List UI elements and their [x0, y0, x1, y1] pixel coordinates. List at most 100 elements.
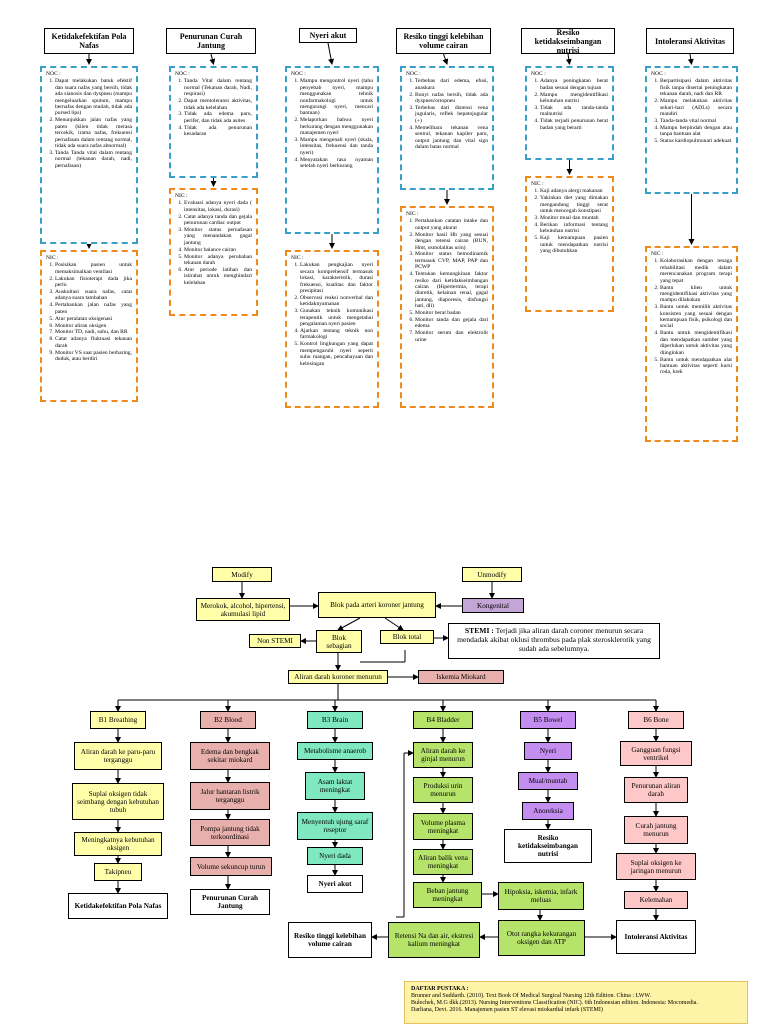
noc-item: Tidak terjadi penurunan berat badan yang…	[540, 118, 608, 131]
b2-step-4-label: Volume sekuncup turun	[196, 862, 266, 871]
nic-item: Kontrol lingkungan yang dapat mempengaru…	[300, 341, 373, 367]
aliran-darah-label: Aliran darah koroner menurun	[294, 673, 382, 681]
nic-item: Bantu untuk mendapatkan alat bantuan akt…	[660, 357, 732, 376]
b4-label: B4 Bladder	[426, 716, 460, 724]
b1-label: B1 Breathing	[98, 716, 138, 724]
noc-item: Menunjukkan jalan nafas yang paten (klie…	[55, 117, 132, 149]
b1-diagnosis: Ketidakefektifan Pola Nafas	[68, 893, 168, 919]
hipoksia-box: Hipoksia, iskemia, infark meluas	[498, 882, 584, 910]
references-title: DAFTAR PUSTAKA :	[411, 986, 469, 992]
modify-label: Modify	[231, 570, 253, 579]
nic-list: Evaluasi adanya nyeri dada ( intensitas,…	[175, 200, 252, 286]
noc-box: NOC :Tanda Vital dalam rentang normal (T…	[169, 66, 258, 178]
b2-step-1: Edema dan bengkak sekitar miokard	[190, 742, 270, 770]
nic-label: NIC :	[291, 255, 304, 261]
noc-item: Bunyi nafas bersih, tidak ada dyspneu/or…	[415, 92, 488, 105]
blok-total-box: Blok total	[380, 630, 434, 644]
noc-label: NOC :	[46, 71, 61, 77]
nic-list: Posisikan pasien untuk memaksimalkan ven…	[46, 262, 132, 362]
b4-step-1-label: Aliran darah ke ginjal menurun	[420, 747, 466, 763]
nic-list: Kaji adanya alergi makananYakinkan diet …	[531, 188, 608, 254]
b2-header: B2 Blood	[200, 711, 256, 729]
hipoksia-label: Hipoksia, iskemia, infark meluas	[504, 888, 578, 904]
modify-box: Modify	[212, 567, 272, 582]
b1-step-4: Takipneu	[94, 863, 142, 881]
b3-step-1: Metabolisme anaerob	[297, 742, 373, 760]
reference-item: Darliana, Devi. 2016. Manajemen pasien S…	[411, 1007, 603, 1013]
unmodify-label: Unmodify	[477, 570, 507, 579]
nic-item: Auskultasi suara nafas, catat adanya sua…	[55, 289, 132, 302]
b5-step-3: Anoreksia	[522, 802, 574, 820]
b1-step-2-label: Suplai oksigen tidak seimbang dengan keb…	[77, 789, 159, 814]
b3-step-1-label: Metabolisme anaerob	[303, 747, 367, 755]
nic-item: Observasi reaksi nonverbal dan ketidakny…	[300, 295, 373, 308]
b3-step-4-label: Nyeri dada	[319, 852, 351, 860]
b1-step-3: Meningkatnya kebutuhan oksigen	[74, 832, 162, 856]
b1-header: B1 Breathing	[90, 711, 146, 729]
b2-step-2: Jalur hantaran listrik terganggu	[190, 782, 270, 810]
reference-item: Bulechek, M.G dkk.(2013). Nursing Interv…	[411, 1000, 698, 1006]
b2-label: B2 Blood	[214, 716, 242, 724]
b5-label: B5 Bowel	[533, 716, 563, 724]
blok-arteri-label: Blok pada arteri koroner jantung	[330, 601, 424, 609]
b4-step-5-label: Beban jantung meningkat	[426, 887, 469, 903]
nic-item: Monitor hasil Hb yang sesuai dengan rete…	[415, 232, 488, 251]
b2-step-4: Volume sekuncup turun	[190, 857, 272, 876]
nic-list: Kolaborasikan dengan tenaga rehabilitasi…	[651, 258, 732, 375]
b6-step-1: Gangguan fungsi ventrikel	[620, 741, 692, 766]
noc-item: Menyatakan rasa nyaman setelah nyeri ber…	[300, 157, 373, 170]
b5-step-1-label: Nyeri	[539, 747, 557, 755]
nic-item: Kolaborasikan dengan tenaga rehabilitasi…	[660, 258, 732, 284]
non-stemi-label: Non STEMI	[257, 637, 293, 645]
noc-item: Dapat melakukan batuk efektif dan suara …	[55, 78, 132, 116]
noc-box: NOC :Mampu mengontrol nyeri (tahu penyeb…	[285, 66, 379, 234]
noc-item: Tanda Tanda vital dalam rentang normal (…	[55, 150, 132, 169]
b1-step-2: Suplai oksigen tidak seimbang dengan keb…	[72, 783, 164, 820]
b4-step-3: Volume plasma meningkat	[413, 813, 473, 840]
noc-list: Terbebas dari edema, efusi, anaskaraBuny…	[406, 78, 488, 150]
b3-step-3-label: Menyentuh ujung saraf reseptor	[301, 818, 369, 834]
noc-list: Mampu mengontrol nyeri (tahu penyebab ny…	[291, 78, 373, 169]
nic-item: Pertahankan jalan nafas yang paten	[55, 302, 132, 315]
noc-label: NOC :	[531, 71, 546, 77]
diagnosis-title: Resiko ketidakseimbangan nutrisi	[521, 28, 615, 55]
references-box: DAFTAR PUSTAKA : Brunner and Suddarth. (…	[404, 981, 748, 1024]
noc-item: Tanda Vital dalam rentang normal (Tekana…	[184, 78, 252, 97]
b4-retensi: Retensi Na dan air, ekstresi kalium meni…	[388, 922, 480, 958]
top-connectors	[86, 42, 695, 249]
b4-step-4: Aliran balik vena meningkat	[413, 849, 473, 875]
modify-factors-label: Merokok, alcohol, hipertensi, akumulasi …	[200, 601, 286, 618]
nic-item: Posisikan pasien untuk memaksimalkan ven…	[55, 262, 132, 275]
b5-diagnosis: Resiko ketidakseimbangan nutrisi	[504, 829, 592, 863]
nic-item: Monitor TD, nadi, suhu, dan RR	[55, 329, 132, 335]
noc-box: NOC :Terbebas dari edema, efusi, anaskar…	[400, 66, 494, 190]
nic-item: Monitor adanya perubahan tekanan darah	[184, 254, 252, 267]
b5-header: B5 Bowel	[520, 711, 576, 729]
noc-item: Dapat mentoleransi aktivitas, tidak ada …	[184, 98, 252, 111]
blok-sebagian-box: Blok sebagian	[316, 630, 362, 653]
nic-item: Monitor status hemodinamik termasuk CVP,…	[415, 251, 488, 270]
b6-header: B6 Bone	[628, 711, 684, 729]
noc-item: Tidak ada edema paru, perifer, dan tidak…	[184, 111, 252, 124]
nic-label: NIC :	[406, 211, 419, 217]
b6-step-5-label: Kelemahan	[639, 896, 673, 904]
b6-diagnosis-label: Intoleransi Aktivitas	[624, 933, 688, 941]
noc-item: Tanda-tanda vital normal	[660, 118, 732, 124]
kongenital-label: Kongenital	[477, 601, 509, 610]
nic-item: Bantu untuk mengidentifikasi dan mendapa…	[660, 330, 732, 356]
nic-box: NIC :Lakukan pengkajian nyeri secara kom…	[285, 250, 379, 408]
noc-item: Status kardiopulmunari adekuat	[660, 138, 732, 144]
nic-box: NIC :Posisikan pasien untuk memaksimalka…	[40, 250, 138, 402]
b4-header: B4 Bladder	[413, 711, 473, 729]
b3-label: B3 Brain	[321, 716, 349, 724]
b6-diagnosis: Intoleransi Aktivitas	[616, 920, 696, 954]
nic-box: NIC :Kaji adanya alergi makananYakinkan …	[525, 176, 614, 312]
nic-box: NIC :Evaluasi adanya nyeri dada ( intens…	[169, 188, 258, 316]
nic-item: Monitor berat badan	[415, 310, 488, 316]
otot-label: Otot rangka kekurangan oksigen dan ATP	[506, 930, 577, 946]
nic-item: Yakinkan diet yang dimakan mengandung ti…	[540, 195, 608, 214]
b3-step-2: Asam laktat meningkat	[305, 772, 365, 800]
noc-box: NOC :Berpartisipasi dalam aktivitas fisi…	[645, 66, 738, 194]
b1-step-1-label: Aliran darah ke paru-paru terganggu	[80, 748, 156, 764]
b6-step-2-label: Penurunan aliran darah	[631, 782, 681, 798]
